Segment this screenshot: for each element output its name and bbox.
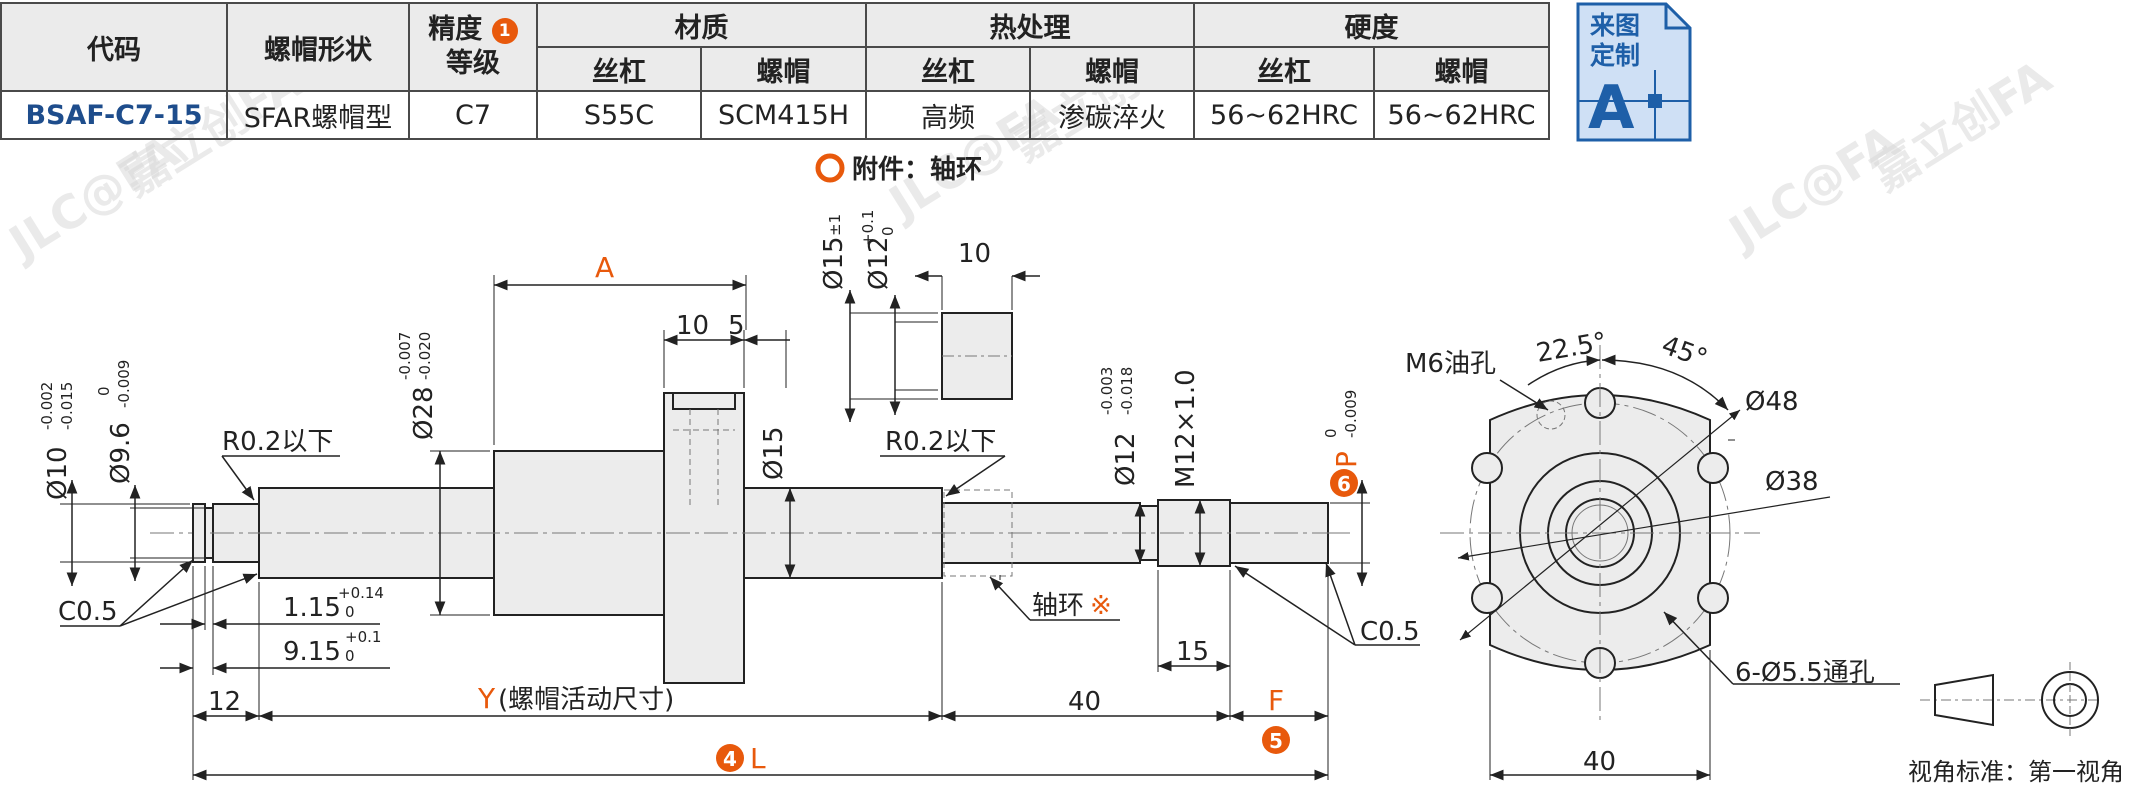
cell-heat-screw: 高频 bbox=[865, 90, 1031, 140]
header-grade-line1: 精度 bbox=[428, 14, 483, 45]
header-hardness-nut: 螺帽 bbox=[1373, 46, 1550, 92]
accessory-title: 附件：轴环 bbox=[815, 153, 982, 185]
cell-material-screw: S55C bbox=[536, 90, 702, 140]
dim-p-tol-upper: 0 bbox=[1322, 428, 1340, 438]
projection-label: 视角标准：第一视角 bbox=[1908, 758, 2124, 786]
dim-915-tol-lower: 0 bbox=[345, 647, 355, 665]
dim-A: A bbox=[595, 251, 614, 284]
dim-d28-tol-lower: -0.020 bbox=[416, 332, 434, 380]
dim-F: F bbox=[1268, 684, 1284, 717]
r02-left: R0.2以下 bbox=[222, 427, 333, 457]
grade-badge: 1 bbox=[491, 17, 518, 44]
f-badge: 5 bbox=[1269, 729, 1283, 753]
header-heat-nut: 螺帽 bbox=[1029, 46, 1195, 92]
side-width: 40 bbox=[1583, 747, 1616, 777]
header-material-nut: 螺帽 bbox=[700, 46, 867, 92]
l-badge: 4 bbox=[723, 747, 737, 771]
nut-body bbox=[493, 392, 745, 684]
accessory-dia-outer-tol: ±1 bbox=[826, 214, 844, 236]
cell-heat-nut: 渗碳淬火 bbox=[1029, 90, 1195, 140]
header-material-screw: 丝杠 bbox=[536, 46, 702, 92]
header-grade: 精度 1 等级 bbox=[408, 2, 538, 92]
r02-right: R0.2以下 bbox=[885, 427, 996, 457]
dim-d12: Ø12 bbox=[1111, 432, 1141, 486]
header-heat: 热处理 bbox=[865, 2, 1195, 48]
cell-hardness-screw: 56~62HRC bbox=[1193, 90, 1375, 140]
dim-12: 12 bbox=[208, 687, 241, 717]
dim-d96-tol-upper: 0 bbox=[95, 386, 113, 396]
header-code: 代码 bbox=[0, 2, 228, 92]
cell-grade: C7 bbox=[408, 90, 538, 140]
dim-p: P bbox=[1330, 451, 1363, 468]
dim-d96: Ø9.6 bbox=[106, 422, 136, 484]
dim-d10-tol-lower: -0.015 bbox=[58, 382, 76, 430]
c05-right: C0.5 bbox=[1360, 617, 1420, 647]
collar-mark: ※ bbox=[1090, 591, 1112, 621]
custom-drawing-icon: 来图 定制 A bbox=[1576, 2, 1692, 143]
dim-d38: Ø38 bbox=[1765, 467, 1819, 497]
icon-line1: 来图 bbox=[1590, 11, 1640, 40]
dim-d28-tol-upper: -0.007 bbox=[396, 332, 414, 380]
header-material: 材质 bbox=[536, 2, 867, 48]
c05-left: C0.5 bbox=[58, 597, 118, 627]
cell-nut-shape: SFAR螺帽型 bbox=[226, 90, 410, 140]
dim-d12-tol-upper: -0.003 bbox=[1098, 367, 1116, 415]
p-badge: 6 bbox=[1337, 472, 1351, 496]
dim-d28: Ø28 bbox=[409, 386, 439, 440]
dim-40: 40 bbox=[1068, 687, 1101, 717]
projection-symbol bbox=[1920, 662, 2100, 738]
icon-letter: A bbox=[1588, 73, 1635, 143]
header-nut-shape: 螺帽形状 bbox=[226, 2, 410, 92]
spec-table: 代码 螺帽形状 精度 1 等级 材质 热处理 硬度 丝杠 螺帽 丝杠 螺帽 丝杠… bbox=[0, 2, 1550, 140]
dim-L: L bbox=[750, 742, 766, 775]
dim-d12-tol-lower: -0.018 bbox=[1118, 367, 1136, 415]
accessory-title-text: 附件：轴环 bbox=[852, 155, 982, 185]
dim-5: 5 bbox=[728, 311, 745, 341]
accessory-dia-inner: Ø12 bbox=[864, 236, 894, 290]
header-hardness-screw: 丝杠 bbox=[1193, 46, 1375, 92]
dim-115-tol-upper: +0.14 bbox=[338, 584, 384, 602]
flange-side-view bbox=[1440, 345, 1760, 720]
dim-115: 1.15 bbox=[283, 593, 341, 623]
dim-d10-tol-upper: -0.002 bbox=[38, 382, 56, 430]
accessory-dia-inner-tol-upper: +0.1 bbox=[859, 210, 877, 246]
accessory-collar: 10 Ø15 ±1 Ø12 +0.1 0 bbox=[819, 210, 1040, 422]
collar-note: 轴环 bbox=[1032, 591, 1084, 621]
dim-d48: Ø48 bbox=[1745, 387, 1799, 417]
cell-hardness-nut: 56~62HRC bbox=[1373, 90, 1550, 140]
oil-hole: M6油孔 bbox=[1405, 349, 1496, 379]
side-holes: 6-Ø5.5通孔 bbox=[1735, 658, 1875, 688]
icon-line2: 定制 bbox=[1590, 41, 1640, 70]
accessory-width: 10 bbox=[958, 239, 991, 269]
accessory-dia-outer: Ø15 bbox=[819, 236, 849, 290]
dim-p-tol-lower: -0.009 bbox=[1342, 390, 1360, 438]
dim-915-tol-upper: +0.1 bbox=[345, 628, 381, 646]
dim-d96-tol-lower: -0.009 bbox=[115, 360, 133, 408]
accessory-dia-inner-tol-lower: 0 bbox=[879, 226, 897, 236]
header-heat-screw: 丝杠 bbox=[865, 46, 1031, 92]
dim-d10: Ø10 bbox=[43, 446, 73, 500]
dim-Y: Y bbox=[477, 682, 496, 715]
dim-m12: M12×1.0 bbox=[1171, 369, 1201, 488]
header-grade-line2: 等级 bbox=[446, 48, 500, 79]
header-hardness: 硬度 bbox=[1193, 2, 1550, 48]
dim-15: 15 bbox=[1176, 637, 1209, 667]
dim-915: 9.15 bbox=[283, 637, 341, 667]
dim-d15: Ø15 bbox=[759, 426, 789, 480]
cell-material-nut: SCM415H bbox=[700, 90, 867, 140]
cell-code[interactable]: BSAF-C7-15 bbox=[0, 90, 228, 140]
dim-115-tol-lower: 0 bbox=[345, 603, 355, 621]
dim-10a: 10 bbox=[676, 311, 709, 341]
dim-Y-note: (螺帽活动尺寸) bbox=[498, 685, 674, 715]
angle-225: 22.5° bbox=[1534, 327, 1609, 369]
angle-45: 45° bbox=[1658, 330, 1712, 374]
